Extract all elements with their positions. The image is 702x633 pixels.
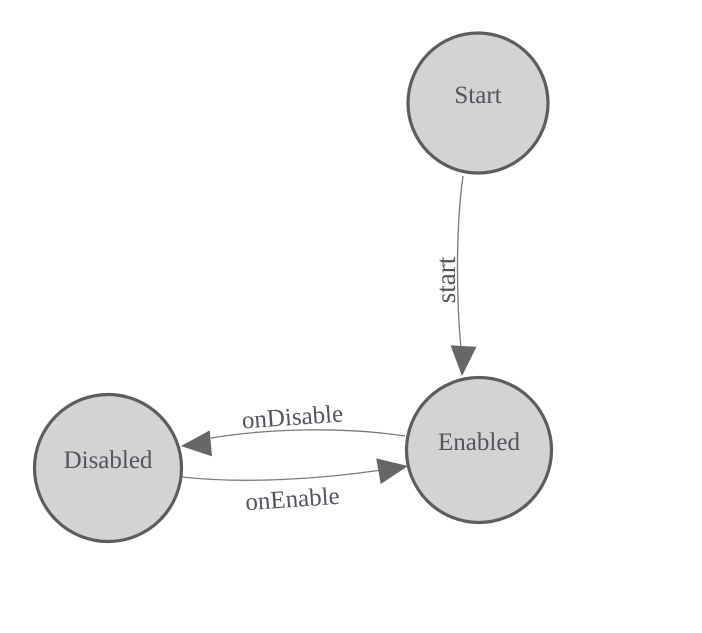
edge-enabled-to-disabled-line[interactable] <box>210 429 406 439</box>
edge-start-to-enabled-arrowhead-icon <box>450 345 477 376</box>
node-disabled-label: Disabled <box>64 447 153 474</box>
edge-disabled-to-enabled-arrowhead-icon <box>376 458 408 485</box>
edge-enabled-to-disabled-arrowhead-icon <box>181 430 213 457</box>
node-disabled[interactable]: Disabled <box>32 392 184 544</box>
node-start[interactable]: Start <box>406 31 550 175</box>
edge-disabled-to-enabled-line[interactable] <box>181 469 383 481</box>
node-disabled-circle[interactable] <box>32 392 184 544</box>
edge-start-to-enabled-line[interactable] <box>456 175 464 350</box>
edge-enabled-to-disabled[interactable]: onDisable <box>181 401 406 457</box>
edge-disabled-to-enabled[interactable]: onEnable <box>181 458 408 517</box>
node-start-label: Start <box>454 82 501 109</box>
node-enabled-circle[interactable] <box>404 375 554 525</box>
edge-start-to-enabled[interactable]: start <box>431 175 477 376</box>
node-enabled-label: Enabled <box>438 429 520 456</box>
node-enabled[interactable]: Enabled <box>404 375 554 525</box>
node-start-circle[interactable] <box>406 31 550 175</box>
edge-disabled-to-enabled-label: onEnable <box>244 483 340 517</box>
edge-start-to-enabled-label: start <box>431 256 461 303</box>
